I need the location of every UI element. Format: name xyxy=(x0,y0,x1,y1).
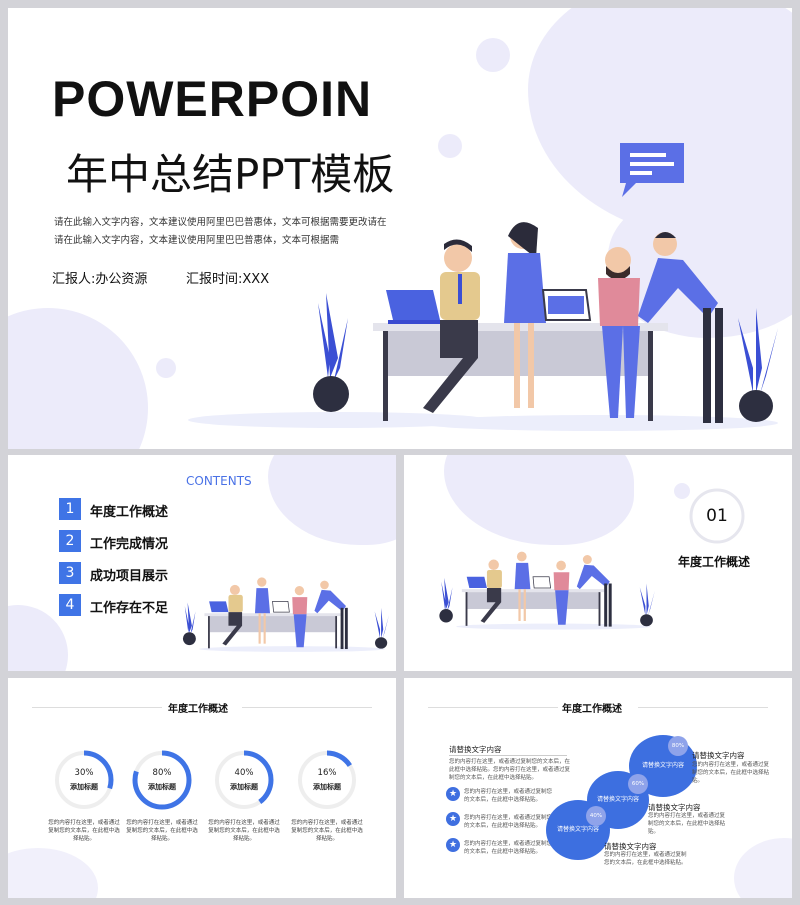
slide-title: 年度工作概述 xyxy=(562,704,622,715)
item-number: 3 xyxy=(59,562,81,584)
slide-overview-rings[interactable]: 年度工作概述 30% 添加标题您的内容打在这里，或者通过复制您的文本后，在此框中选… xyxy=(8,678,396,898)
star-icon: ★ xyxy=(446,787,460,801)
item-number: 1 xyxy=(59,498,81,520)
ring-description: 您的内容打在这里，或者通过复制您的文本后，在此框中选择粘贴。 xyxy=(48,820,120,842)
bg-blob xyxy=(268,455,396,545)
slide-title[interactable]: POWERPOIN 年中总结PPT模板 请在此输入文字内容，文本建议使用阿里巴巴… xyxy=(8,8,792,449)
team-meeting-illustration xyxy=(439,551,655,630)
contents-item-label[interactable]: 工作完成情况 xyxy=(90,537,169,552)
ring-percent: 16% xyxy=(317,768,337,778)
divider xyxy=(242,707,372,708)
bubble-label: 请替换文字内容 xyxy=(641,762,684,769)
right-heading: 请替换文字内容 xyxy=(692,751,745,760)
section-title: 年度工作概述 xyxy=(678,555,751,569)
ring-percent: 30% xyxy=(74,768,94,778)
ring-label: 添加标题 xyxy=(70,783,98,791)
bubble-pct: 80% xyxy=(668,736,688,756)
divider xyxy=(638,707,768,708)
bg-blob-right-low xyxy=(608,188,792,338)
right-heading: 请替换文字内容 xyxy=(648,803,701,812)
left-point: 您的内容打在这里，或者通过复制您的文本后，在此框中选择粘贴。 xyxy=(464,789,553,803)
contents-heading: CONTENTS xyxy=(186,474,252,488)
bg-blob-left xyxy=(8,308,148,449)
slide-section-01[interactable]: 01 年度工作概述 xyxy=(404,455,792,671)
ring-label: 添加标题 xyxy=(230,783,258,791)
slide-overview-bubbles[interactable]: 年度工作概述 请替换文字内容 您的内容打在这里，或者通过复制您的文本后，在此框中… xyxy=(404,678,792,898)
bg-circle xyxy=(438,134,462,158)
bubble-label: 请替换文字内容 xyxy=(596,796,639,803)
divider xyxy=(428,707,558,708)
progress-ring: 30% 添加标题 xyxy=(54,750,114,810)
report-time: 汇报时间:XXX xyxy=(186,272,270,287)
reporter: 汇报人:办公资源 xyxy=(52,272,148,287)
divider xyxy=(32,707,162,708)
bg-circle xyxy=(156,358,176,378)
contents-item-label[interactable]: 工作存在不足 xyxy=(90,601,169,616)
progress-ring: 16% 添加标题 xyxy=(297,750,357,810)
body-line-1: 请在此输入文字内容，文本建议使用阿里巴巴普惠体，文本可根据需要更改请在 xyxy=(54,217,387,228)
divider xyxy=(449,755,567,756)
bg-blob xyxy=(444,455,634,545)
bubble-pct: 60% xyxy=(628,774,648,794)
progress-ring: 40% 添加标题 xyxy=(214,750,274,810)
ring-label: 添加标题 xyxy=(148,783,176,791)
slide-title: 年度工作概述 xyxy=(168,704,228,715)
contents-item-label[interactable]: 成功项目展示 xyxy=(90,569,169,584)
chat-bubble-icon xyxy=(620,143,684,197)
progress-ring: 80% 添加标题 xyxy=(132,750,192,810)
ring-description: 您的内容打在这里，或者通过复制您的文本后，在此框中选择粘贴。 xyxy=(291,820,363,842)
right-heading: 请替换文字内容 xyxy=(604,842,657,851)
ring-description: 您的内容打在这里，或者通过复制您的文本后，在此框中选择粘贴。 xyxy=(208,820,280,842)
right-body: 您的内容打在这里，或者通过复制您的文本后，在此框中选择粘贴。 xyxy=(692,762,770,784)
title-cn: 年中总结PPT模板 xyxy=(66,150,395,199)
star-icon: ★ xyxy=(446,812,460,826)
bg-circle xyxy=(476,38,510,72)
ring-percent: 40% xyxy=(234,768,254,778)
slide-contents[interactable]: CONTENTS 1 年度工作概述 2 工作完成情况 3 成功项目展示 4 工作… xyxy=(8,455,396,671)
ring-description: 您的内容打在这里，或者通过复制您的文本后，在此框中选择粘贴。 xyxy=(126,820,198,842)
item-number: 4 xyxy=(59,594,81,616)
left-intro: 您的内容打在这里，或者通过复制您的文本后，在此框中选择粘贴。您的内容打在这里，或… xyxy=(449,759,571,781)
contents-item-label[interactable]: 年度工作概述 xyxy=(90,505,169,520)
star-icon: ★ xyxy=(446,838,460,852)
right-body: 您的内容打在这里，或者通过复制您的文本后，在此框中选择粘贴。 xyxy=(648,813,726,835)
team-meeting-illustration xyxy=(188,222,778,431)
ring-arc xyxy=(54,750,114,810)
bg-circle xyxy=(674,483,690,499)
body-line-2: 请在此输入文字内容，文本建议使用阿里巴巴普惠体，文本可根据需 xyxy=(54,235,340,246)
section-number: 01 xyxy=(706,506,728,526)
ring-label: 添加标题 xyxy=(313,783,341,791)
team-meeting-illustration xyxy=(182,577,389,652)
ring-arc xyxy=(214,750,274,810)
left-point: 您的内容打在这里，或者通过复制您的文本后，在此框中选择粘贴。 xyxy=(464,841,553,855)
ring-percent: 80% xyxy=(152,768,172,778)
bubble-pct: 40% xyxy=(586,806,606,826)
ring-arc xyxy=(132,750,192,810)
item-number: 2 xyxy=(59,530,81,552)
title-en: POWERPOIN xyxy=(52,71,373,127)
bg-blob xyxy=(734,838,792,898)
number-ring xyxy=(689,488,745,544)
left-point: 您的内容打在这里，或者通过复制您的文本后，在此框中选择粘贴。 xyxy=(464,815,553,829)
right-body: 您的内容打在这里，或者通过复制您的文本后，在此框中选择粘贴。 xyxy=(604,852,687,866)
left-heading: 请替换文字内容 xyxy=(449,745,502,754)
bg-blob xyxy=(8,848,98,898)
ring-arc xyxy=(297,750,357,810)
bubble-label: 请替换文字内容 xyxy=(556,826,599,833)
